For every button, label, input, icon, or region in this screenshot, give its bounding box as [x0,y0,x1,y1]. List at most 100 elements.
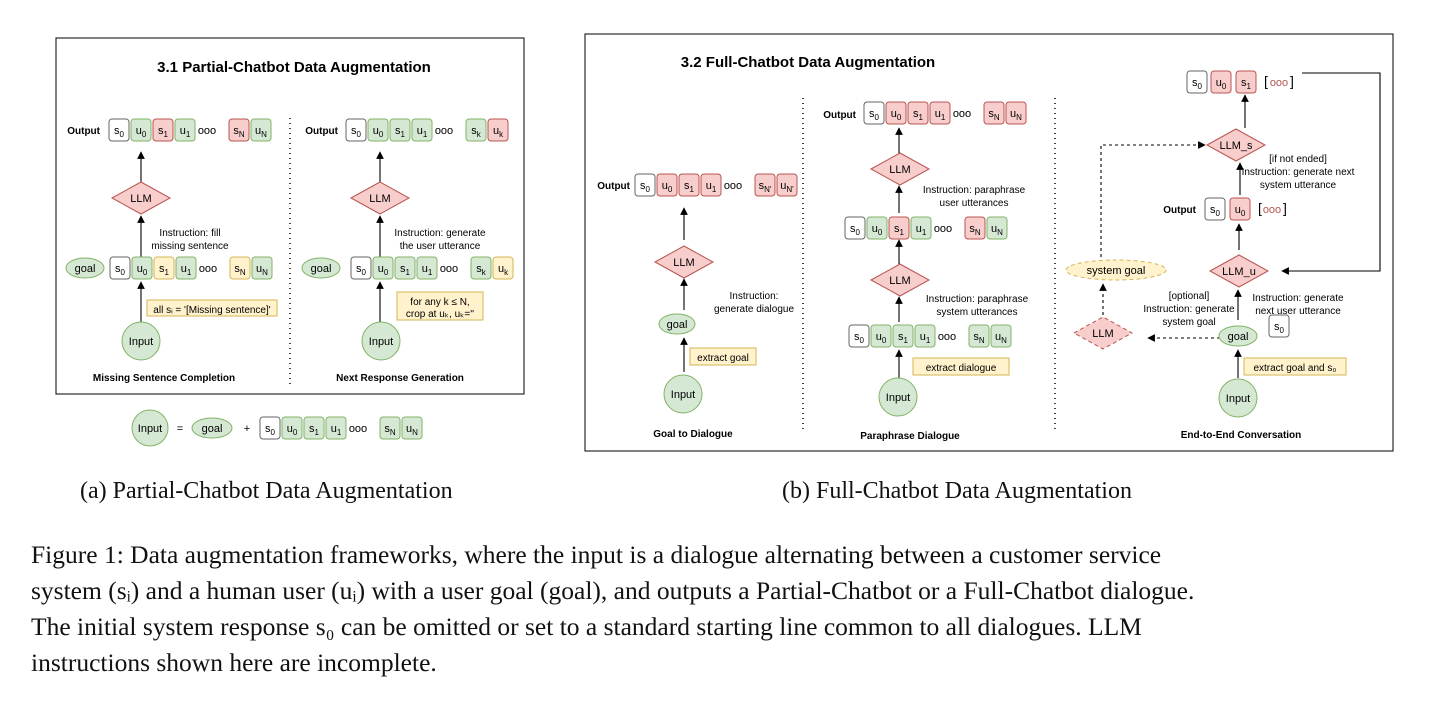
llm-label: LLM [1092,328,1113,340]
token-text: u0 [872,223,883,237]
llm-optional-diamond [1072,316,1134,350]
token-s0 [109,256,131,280]
ellipsis: ooo [1270,77,1288,89]
instruction-text: Instruction: fill [159,228,220,239]
token-u1 [929,101,951,125]
input-circle [361,321,401,361]
token-u0 [870,324,892,348]
section-caption: Paraphrase Dialogue [860,431,960,442]
token-u0 [1229,197,1251,221]
token-s1 [1235,70,1257,94]
token-text: uk [498,263,509,277]
token-s0 [1186,70,1208,94]
token-s1 [907,101,929,125]
output-label: Output [823,110,856,121]
bracket: [ [1264,73,1268,89]
legend-input [131,409,169,447]
token-u1 [416,256,438,280]
token-sk [465,118,487,142]
token-text: u0 [136,125,147,139]
section-caption: Next Response Generation [336,373,464,384]
token-s1 [152,118,174,142]
token-sN [228,118,250,142]
token-text: u0 [1235,204,1246,218]
token-u1 [910,216,932,240]
token-s0 [108,118,130,142]
optional-instruction-text: system goal [1162,317,1215,328]
token-u0 [656,173,678,197]
token-s1 [678,173,700,197]
goal-cloud [301,257,341,279]
token-sNp [754,173,776,197]
instruction-text: system utterance [1260,180,1337,191]
token-text: s0 [356,263,367,277]
ellipsis: ooo [953,108,971,120]
note-crop [396,291,484,321]
output-label: Output [597,181,630,192]
token-text: u1 [935,108,946,122]
caption-line-3: The initial system response s₀ can be om… [31,612,1142,641]
framework-figure: 3.1 Partial-Chatbot Data AugmentationOut… [55,33,1394,452]
note-text: for any k ≤ N, [410,297,469,308]
token-text: s0 [1274,321,1285,335]
note-text: extract goal and s₀ [1253,363,1336,374]
token-s0 [259,416,281,440]
instruction-text: system utterances [936,307,1017,318]
token-u0 [130,118,152,142]
llm-label: LLM [369,193,390,205]
input-label: Input [1226,393,1250,405]
note-text: all sᵢ = '[Missing sentence]' [153,305,270,316]
section-caption: End-to-End Conversation [1181,430,1302,441]
token-uN [990,324,1012,348]
output-label: Output [67,126,100,137]
ellipsis: ooo [938,331,956,343]
llm-label: LLM_s [1219,140,1253,152]
token-text: sN [973,331,985,345]
token-text: u1 [916,223,927,237]
token-sk [470,256,492,280]
token-text: s0 [265,423,276,437]
token-uN [1005,101,1027,125]
input-label: Input [886,392,910,404]
ellipsis: ooo [1263,204,1281,216]
token-s1 [394,256,416,280]
instruction-text: generate dialogue [714,304,795,315]
instruction-text: missing sentence [151,241,229,252]
token-text: u0 [378,263,389,277]
bracket: ] [1290,73,1294,89]
token-text: u0 [876,331,887,345]
token-text: sk [471,125,482,139]
output-label: Output [1163,205,1196,216]
token-text: u0 [373,125,384,139]
token-text: u0 [1216,77,1227,91]
token-text: sN [233,125,245,139]
token-text: u0 [891,108,902,122]
input-label: Input [369,336,393,348]
note-text: extract goal [697,353,749,364]
panel-a-frame [55,37,525,395]
token-u1 [700,173,722,197]
token-u0 [367,118,389,142]
note-missing [146,299,278,317]
subcaption-b: (b) Full-Chatbot Data Augmentation [782,478,1132,504]
token-text: s1 [395,125,406,139]
token-text: sN [384,423,396,437]
token-sN [379,416,401,440]
input-circle [1218,378,1258,418]
note-text: extract dialogue [926,363,997,374]
goal-cloud [1218,325,1258,347]
token-u0 [131,256,153,280]
token-text: s1 [684,180,695,194]
token-text: s1 [158,125,169,139]
ellipsis: ooo [934,223,952,235]
token-text: u1 [180,125,191,139]
token-text: u1 [706,180,717,194]
token-u0 [372,256,394,280]
token-uk [487,118,509,142]
optional-instruction-text: [optional] [1169,291,1210,302]
token-sN [229,256,251,280]
llm-label: LLM_u [1222,266,1256,278]
llm-label: LLM [889,164,910,176]
token-text: sN [969,223,981,237]
token-s0 [848,324,870,348]
